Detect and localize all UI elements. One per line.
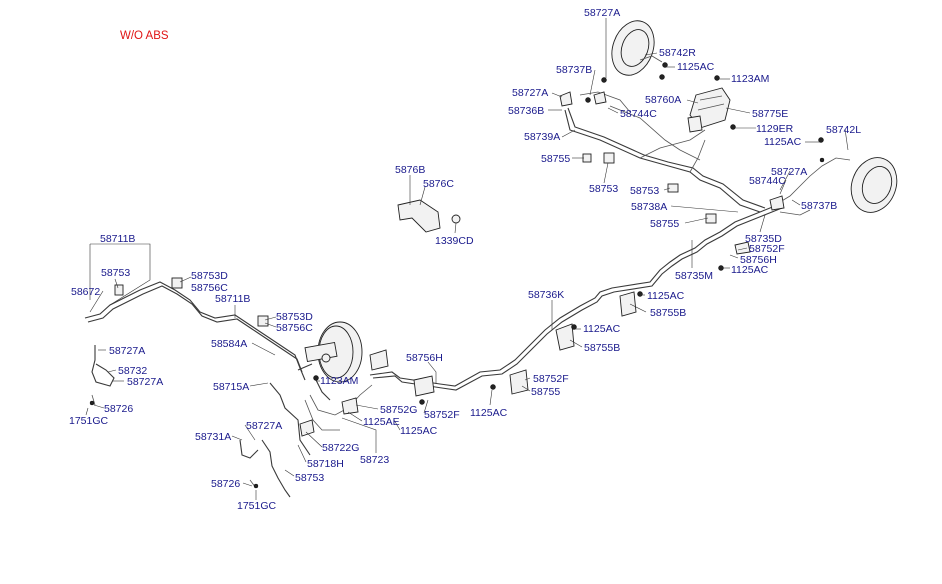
label-58752f-mid: 58752F (533, 373, 569, 385)
clips (114, 91, 785, 437)
label-58753-left: 58753 (101, 267, 130, 279)
label-58744c-right: 58744C (749, 175, 786, 187)
rear-left-drum (850, 157, 898, 213)
rear-right-drum (611, 20, 655, 76)
label-58755-top: 58755 (541, 153, 570, 165)
diagram-title: W/O ABS (120, 30, 169, 42)
label-58672: 58672 (71, 286, 100, 298)
label-58756h-mid: 58756H (406, 352, 443, 364)
label-5876c: 5876C (423, 178, 454, 190)
label-58732: 58732 (118, 365, 147, 377)
label-58752f-low: 58752F (424, 409, 460, 421)
label-5876b: 5876B (395, 164, 425, 176)
label-1339cd: 1339CD (435, 235, 474, 247)
label-58711b-left: 58711B (100, 233, 135, 245)
label-58756c-top: 58756C (191, 282, 228, 294)
label-1125ac-c2: 1125AC (583, 323, 621, 335)
label-58753d-mid: 58753D (276, 311, 313, 323)
proportioning-valve (687, 87, 731, 133)
label-58727a-right: 58727A (771, 166, 807, 178)
label-58718h: 58718H (307, 458, 344, 470)
label-1129er: 1129ER (756, 123, 794, 135)
label-1125ac-c1: 1125AC (647, 290, 685, 302)
leader-lines (85, 18, 849, 500)
label-1125ac-top: 1125AC (677, 61, 715, 73)
label-58736b: 58736B (508, 105, 544, 117)
label-1123am-top: 1123AM (731, 73, 769, 85)
label-58722g: 58722G (322, 442, 359, 454)
label-58775e: 58775E (752, 108, 788, 120)
label-58755-low: 58755 (531, 386, 560, 398)
part-labels: 58727A 58742R 1125AC 58737B 1123AM 58727… (69, 7, 861, 512)
label-1125ac-booster: 1125AC (400, 425, 438, 437)
label-58737b-top: 58737B (556, 64, 592, 76)
bolts (89, 62, 825, 489)
label-58731a: 58731A (195, 431, 231, 443)
label-1125ac-r2: 1125AC (731, 264, 769, 276)
label-58727a-left2: 58727A (127, 376, 163, 388)
label-58726-left: 58726 (104, 403, 133, 415)
label-1125ae: 1125AE (363, 416, 400, 428)
label-58760a: 58760A (645, 94, 681, 106)
label-58738a: 58738A (631, 201, 667, 213)
label-58727a-top: 58727A (584, 7, 620, 19)
label-58735m: 58735M (675, 270, 713, 282)
label-1751gc-bottom: 1751GC (237, 500, 277, 512)
label-58726-bottom: 58726 (211, 478, 240, 490)
label-58755b-right: 58755B (650, 307, 686, 319)
label-58753d-top: 58753D (191, 270, 228, 282)
label-58753-bottom: 58753 (295, 472, 324, 484)
label-58715a: 58715A (213, 381, 249, 393)
label-58742l: 58742L (826, 124, 861, 136)
label-58584a: 58584A (211, 338, 247, 350)
label-58755b-mid: 58755B (584, 342, 620, 354)
label-58753-mid: 58753 (630, 185, 659, 197)
label-58736k: 58736K (528, 289, 564, 301)
label-1123am-mid: 1123AM (320, 375, 358, 387)
label-58755-mid: 58755 (650, 218, 679, 230)
label-58744c-top: 58744C (620, 108, 657, 120)
brake-booster (297, 321, 363, 401)
label-58735d: 58735D (745, 233, 782, 245)
label-58756c-mid: 58756C (276, 322, 313, 334)
label-58727a-mid: 58727A (512, 87, 548, 99)
label-1125ac-right: 1125AC (764, 136, 802, 148)
label-58711b-mid: 58711B (215, 293, 250, 305)
label-58752g: 58752G (380, 404, 417, 416)
label-1751gc-left: 1751GC (69, 415, 109, 427)
label-58727a-left1: 58727A (109, 345, 145, 357)
label-1125ac-low: 1125AC (470, 407, 508, 419)
label-58742r: 58742R (659, 47, 696, 59)
label-58727a-bottom: 58727A (246, 420, 282, 432)
label-58752f-right: 58752F (749, 243, 785, 255)
label-58737b-right: 58737B (801, 200, 837, 212)
label-58756h-right: 58756H (740, 254, 777, 266)
brake-pipes (84, 55, 851, 498)
label-58753-top: 58753 (589, 183, 618, 195)
label-58739a: 58739A (524, 131, 560, 143)
label-58723: 58723 (360, 454, 389, 466)
